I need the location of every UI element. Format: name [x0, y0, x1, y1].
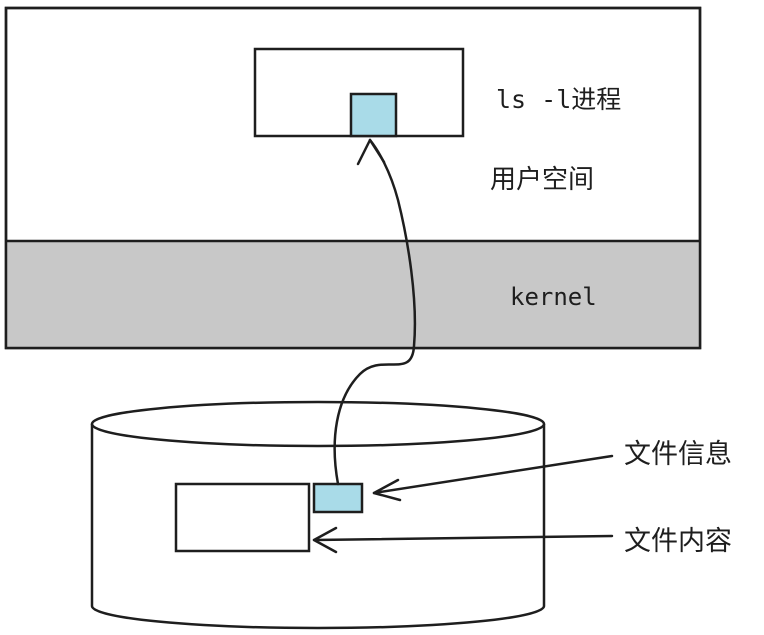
- read-metadata-arrow: [333, 138, 417, 486]
- user-space-label: 用户空间: [490, 165, 594, 195]
- file-info-pointer: [372, 454, 614, 495]
- disk-cylinder-top: [90, 400, 546, 448]
- file-content-label: 文件内容: [624, 526, 732, 557]
- file-info-label: 文件信息: [624, 439, 732, 470]
- file-content-arrowhead: [312, 526, 338, 554]
- kernel-band: [6, 241, 700, 348]
- read-metadata-arrowhead: [356, 138, 386, 166]
- file-content-pointer: [312, 534, 614, 542]
- kernel-label: kernel: [510, 283, 597, 311]
- file-info-arrowhead: [372, 478, 402, 502]
- system-box-border: [4, 6, 702, 350]
- file-content-block: [174, 482, 311, 553]
- process-metadata-block: [349, 92, 398, 138]
- process-label: ls -l进程: [496, 85, 621, 114]
- disk-cylinder-body: [90, 424, 546, 630]
- file-metadata-block: [312, 482, 364, 514]
